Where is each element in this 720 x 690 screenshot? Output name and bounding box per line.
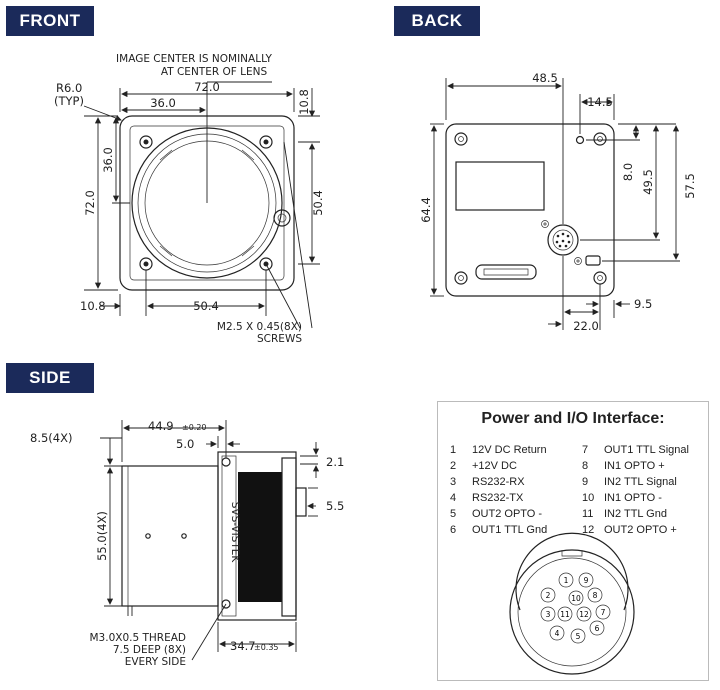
usb3-connector [475, 264, 537, 280]
svg-text:10: 10 [571, 594, 581, 603]
front-dim-bottom-left: 10.8 [80, 299, 106, 313]
pin-8 [587, 587, 603, 603]
side-thread-line2: 7.5 DEEP (8X) [113, 644, 186, 656]
back-dim-48-5: 48.5 [532, 71, 558, 85]
side-dim-5-0: 5.0 [176, 437, 194, 451]
svg-text:6: 6 [595, 624, 600, 633]
svg-text:8: 8 [593, 591, 598, 600]
back-dim-64-4: 64.4 [419, 197, 433, 223]
back-section-tag: BACK [394, 6, 480, 36]
back-corner-screws [454, 132, 607, 285]
side-section-tag: SIDE [6, 363, 94, 393]
front-note-line1: IMAGE CENTER IS NOMINALLY [116, 53, 272, 65]
pin-6 [589, 620, 605, 636]
back-dim-49-5: 49.5 [641, 169, 655, 195]
svg-text:12: 12 [579, 610, 589, 619]
pin-5 [570, 628, 586, 644]
pin-2 [540, 587, 556, 603]
side-dim-34-7: 34.7 [230, 639, 256, 653]
pin-12 [576, 606, 592, 622]
side-thread-line3: EVERY SIDE [125, 656, 186, 668]
front-screw-line2: SCREWS [257, 333, 302, 345]
pin-11 [557, 606, 573, 622]
svg-text:3: 3 [546, 610, 551, 619]
front-dim-half-width: 36.0 [150, 96, 176, 110]
side-dim-8-5: 8.5(4X) [30, 431, 72, 445]
pin-9 [578, 572, 594, 588]
io-connector-back [547, 224, 579, 256]
side-dim-44-9: 44.9 [148, 419, 174, 433]
connector-pinout-diagram: 1 2 3 4 5 6 7 8 9 10 11 12 [509, 532, 635, 675]
front-radius-label: R6.0 [56, 81, 82, 95]
pin-7 [595, 604, 611, 620]
side-brand-label: SVS-VISTEK [229, 502, 241, 564]
front-dim-top-right: 10.8 [297, 89, 311, 115]
back-label-area [455, 161, 545, 211]
side-dim-2-1: 2.1 [326, 455, 344, 469]
front-section-tag: FRONT [6, 6, 94, 36]
io-title: Power and I/O Interface: [481, 410, 665, 427]
front-corner-screws [139, 135, 273, 271]
front-dim-hole-h: 50.4 [193, 299, 219, 313]
pin-1 [558, 572, 574, 588]
side-dim-55-0: 55.0(4X) [95, 511, 109, 561]
status-led [575, 135, 585, 145]
side-lens-mount [121, 465, 219, 607]
heat-sink [238, 472, 282, 602]
side-dim-5-5: 5.5 [326, 499, 344, 513]
back-dim-8-0: 8.0 [621, 163, 635, 181]
svg-text:5: 5 [576, 632, 581, 641]
back-dim-57-5: 57.5 [683, 173, 697, 199]
side-view [100, 420, 320, 661]
front-radius-typ: (TYP) [54, 94, 84, 108]
lock-pin [273, 209, 291, 227]
front-view [83, 81, 320, 329]
back-view [430, 78, 680, 330]
front-note-line2: AT CENTER OF LENS [161, 66, 268, 78]
front-dim-hole-v: 50.4 [311, 190, 325, 216]
pin-4 [549, 625, 565, 641]
front-dim-width: 72.0 [194, 80, 220, 94]
front-dim-half-height: 36.0 [101, 147, 115, 173]
pin-3 [540, 606, 556, 622]
back-dim-14-5: 14.5 [587, 95, 613, 109]
side-thread-line1: M3.0X0.5 THREAD [90, 632, 187, 644]
side-dim-34-7-tol: ±0.35 [254, 643, 279, 652]
svg-text:4: 4 [555, 629, 560, 638]
svg-text:9: 9 [584, 576, 589, 585]
pin-row: 2+12V DC [450, 460, 517, 472]
svg-text:2: 2 [546, 591, 551, 600]
back-dim-9-5: 9.5 [634, 297, 652, 311]
svg-text:11: 11 [560, 610, 570, 619]
back-dim-22-0: 22.0 [573, 319, 599, 333]
back-housing [445, 123, 615, 297]
pin-10 [568, 590, 584, 606]
side-dim-44-9-tol: ±0.20 [182, 423, 207, 432]
front-dim-height: 72.0 [83, 190, 97, 216]
svg-text:1: 1 [564, 576, 569, 585]
svg-text:7: 7 [601, 608, 606, 617]
front-screw-line1: M2.5 X 0.45(8X) [217, 321, 302, 333]
aux-connector [585, 255, 601, 266]
side-connector [295, 487, 307, 517]
